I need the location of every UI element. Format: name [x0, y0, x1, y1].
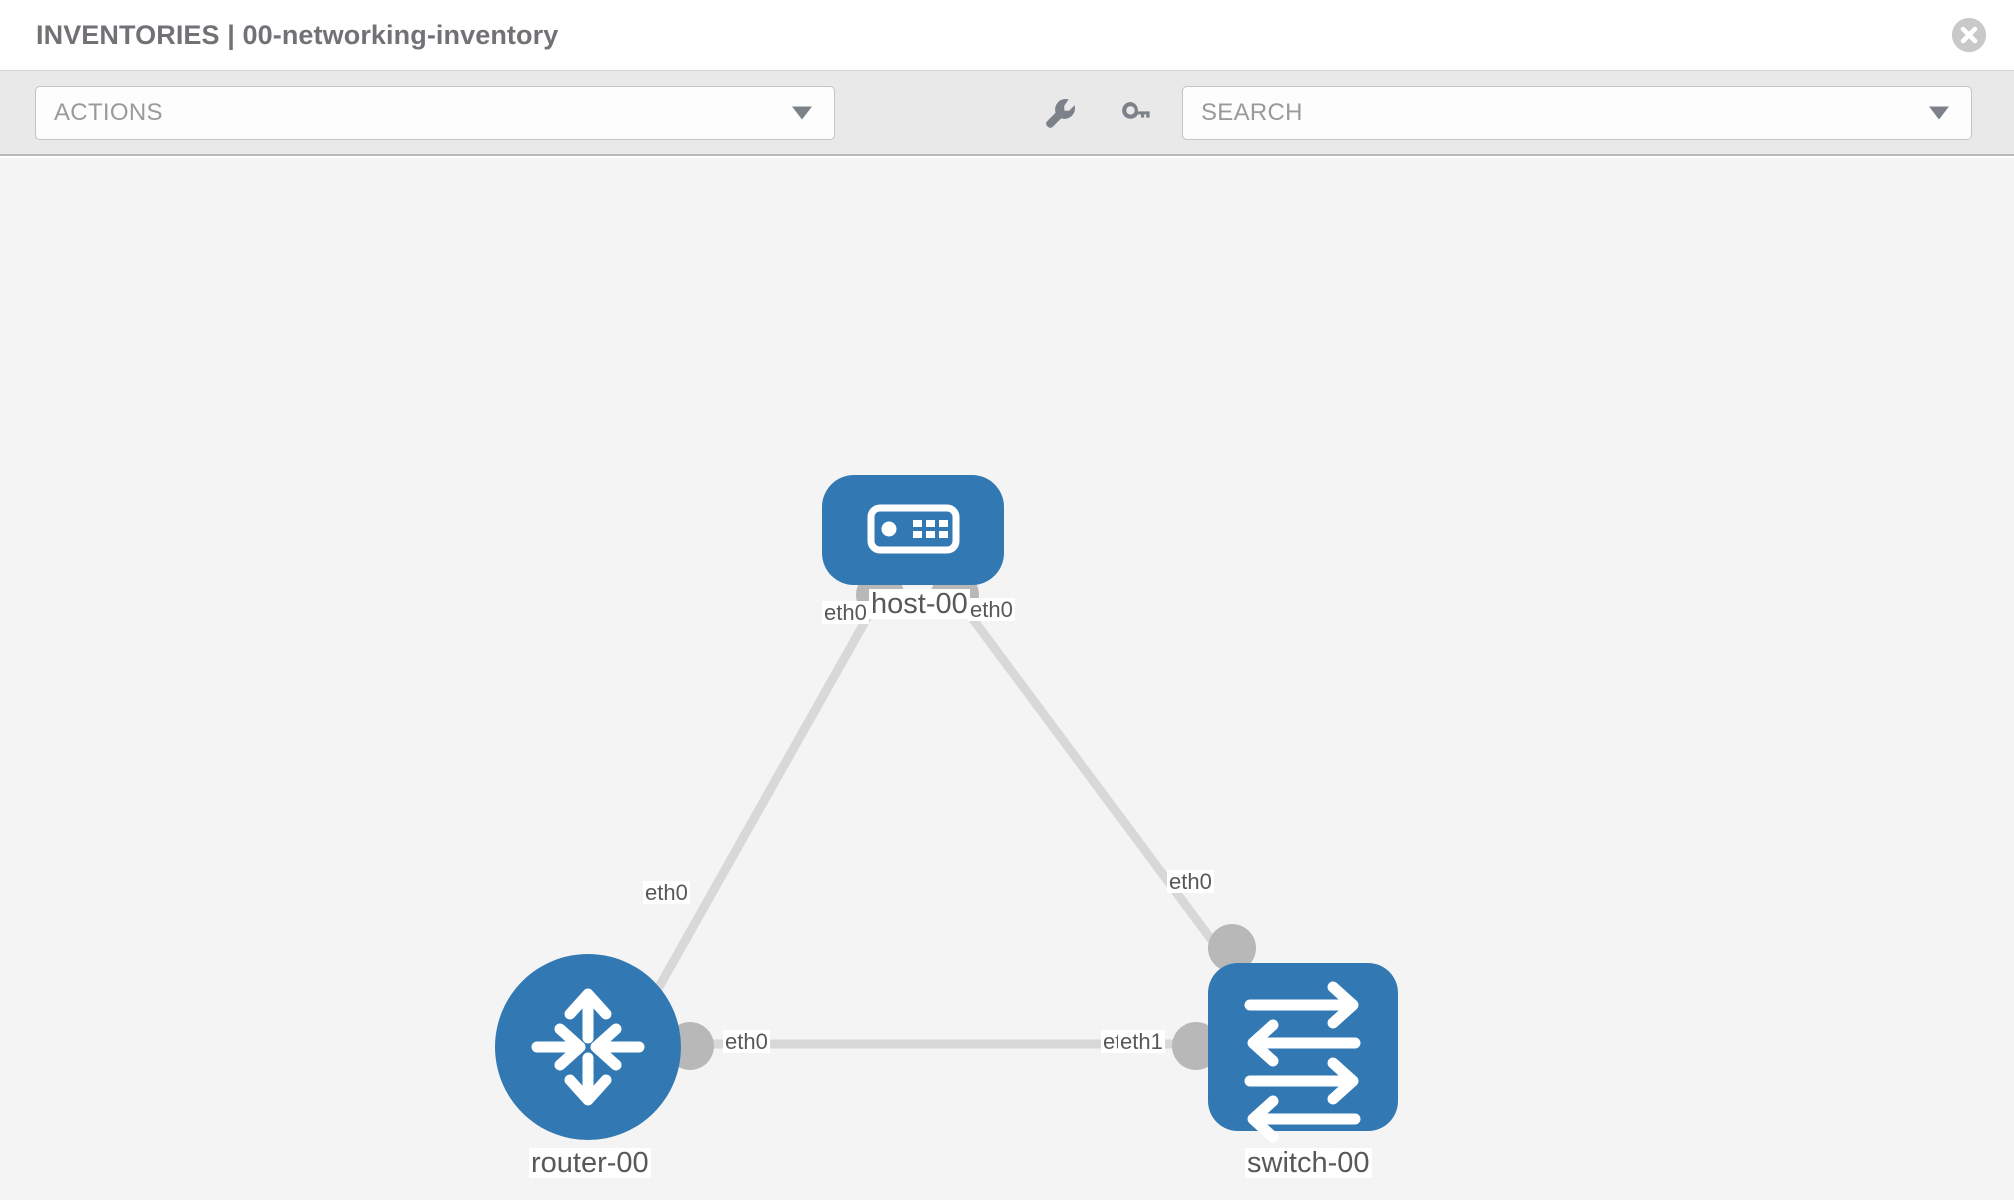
topology-links — [646, 592, 1229, 1049]
page-title: INVENTORIES | 00-networking-inventory — [36, 19, 559, 50]
port-label-host-left: eth0 — [822, 600, 869, 625]
node-label-switch-00: switch-00 — [1245, 1147, 1372, 1179]
port-label-switch-left-over: eth1 — [1118, 1029, 1165, 1054]
node-router-00 — [495, 954, 681, 1140]
topology-canvas[interactable]: eth0 host-00 eth0 eth0 eth0 eth0 eth0 et… — [0, 158, 2014, 1200]
toolbar-icon-group — [1040, 93, 1156, 133]
port-label-switch-up: eth0 — [1167, 869, 1214, 894]
port-label-router-right: eth0 — [723, 1029, 770, 1054]
node-label-host-00: host-00 — [869, 588, 970, 620]
actions-dropdown-label: ACTIONS — [54, 98, 163, 126]
search-placeholder: SEARCH — [1201, 98, 1303, 126]
page-header: INVENTORIES | 00-networking-inventory — [0, 0, 2014, 70]
server-icon — [867, 504, 960, 554]
port-label-host-right: eth0 — [968, 597, 1015, 622]
close-icon[interactable] — [1952, 18, 1986, 52]
wrench-icon[interactable] — [1040, 93, 1080, 133]
topology-svg — [495, 475, 1398, 1143]
node-switch-00 — [1208, 963, 1398, 1143]
key-icon[interactable] — [1116, 93, 1156, 133]
actions-dropdown[interactable]: ACTIONS — [35, 85, 835, 140]
chevron-down-icon — [1929, 106, 1949, 119]
link-host-switch — [951, 592, 1229, 961]
switch-arrows-icon — [1244, 981, 1361, 1143]
node-host-00 — [822, 475, 1004, 585]
link-host-router — [646, 592, 884, 1006]
port-label-router-up: eth0 — [643, 880, 690, 905]
search-input[interactable]: SEARCH — [1182, 85, 1972, 140]
router-arrows-icon — [531, 988, 645, 1106]
toolbar: ACTIONS SEARCH — [0, 70, 2014, 156]
port-switch-upper-left — [1208, 924, 1256, 972]
node-label-router-00: router-00 — [529, 1147, 651, 1179]
chevron-down-icon — [792, 106, 812, 119]
